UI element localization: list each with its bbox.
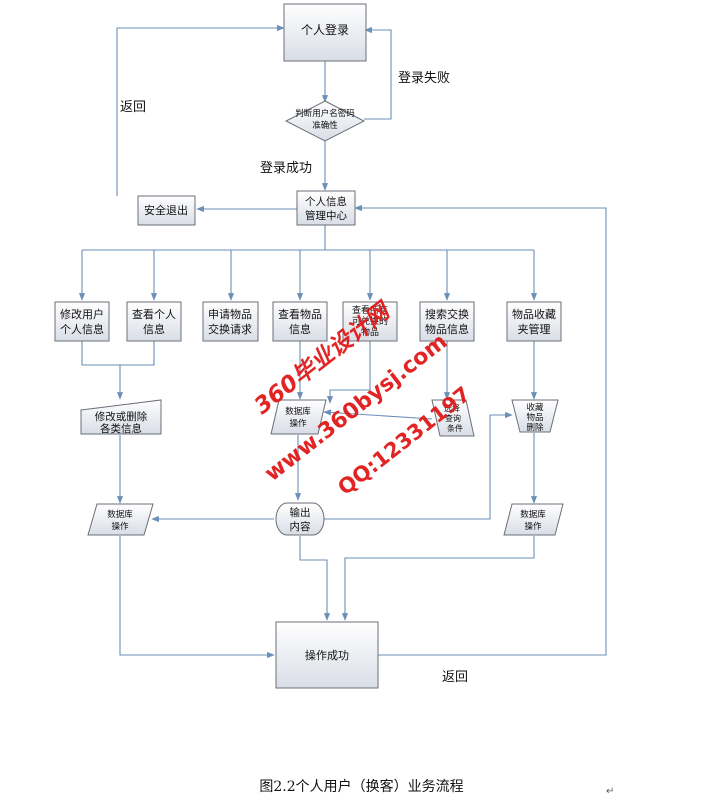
node-success: 操作成功 [275, 621, 379, 689]
node-logout-text: 安全退出 [144, 203, 188, 217]
node-search-cond-line1: 选择 [444, 403, 460, 413]
node-check-line1: 判断用户名密码 [295, 108, 355, 119]
node-view-available-line3: 物品 [361, 326, 379, 338]
node-logout: 安全退出 [137, 195, 196, 226]
label-return-top: 返回 [120, 100, 146, 115]
node-modify-line1: 修改用户 [60, 307, 104, 321]
node-search: 搜索交换 物品信息 [419, 301, 475, 342]
node-view-info-line2: 信息 [143, 322, 165, 336]
node-db-mid-line1: 数据库 [285, 406, 311, 417]
node-view-available-line2: 可兑换的 [352, 315, 388, 327]
node-center-line1: 个人信息 [305, 195, 347, 208]
node-fav-delete: 收藏 物品 删除 [511, 399, 559, 433]
node-modify-delete-line2: 各类信息 [100, 422, 142, 435]
node-search-line2: 物品信息 [425, 322, 469, 336]
node-fav-delete-line1: 收藏 [526, 402, 544, 413]
node-search-cond: 选择 查询 条件 [431, 399, 475, 437]
node-modify: 修改用户 个人信息 [54, 301, 110, 342]
node-view-info-line1: 查看个人 [132, 307, 176, 321]
node-modify-delete-line1: 修改或删除 [95, 410, 148, 423]
node-output-line1: 输出 [290, 506, 311, 519]
node-output-line2: 内容 [290, 520, 311, 533]
node-apply-line2: 交换请求 [208, 322, 252, 336]
node-search-cond-line2: 查询 [445, 413, 461, 423]
node-view-available: 查看所有 可兑换的 物品 [342, 301, 398, 342]
node-apply-line1: 申请物品 [208, 307, 252, 321]
node-favorites-line1: 物品收藏 [512, 307, 556, 321]
node-db-left: 数据库 操作 [87, 503, 154, 536]
node-center: 个人信息 管理中心 [296, 190, 356, 226]
node-fav-delete-line3: 删除 [526, 422, 544, 433]
node-login: 个人登录 [283, 3, 367, 62]
node-db-right-line2: 操作 [524, 521, 542, 532]
node-db-left-line1: 数据库 [107, 509, 133, 520]
node-output: 输出 内容 [275, 502, 325, 536]
node-check: 判断用户名密码 准确性 [284, 100, 366, 142]
node-check-line2: 准确性 [312, 120, 338, 131]
connectors [78, 24, 607, 659]
node-view-goods-line1: 查看物品 [278, 307, 322, 321]
node-search-cond-line3: 条件 [447, 423, 463, 433]
node-center-line2: 管理中心 [305, 209, 347, 222]
node-search-line1: 搜索交换 [425, 307, 469, 321]
node-db-left-line2: 操作 [111, 521, 129, 532]
figure-caption: 图2.2个人用户（换客）业务流程 [259, 779, 464, 795]
node-db-mid: 数据库 操作 [270, 399, 327, 435]
node-db-right: 数据库 操作 [503, 503, 564, 536]
node-view-info: 查看个人 信息 [126, 301, 182, 342]
node-db-mid-line2: 操作 [289, 418, 307, 429]
node-view-available-line1: 查看所有 [352, 304, 388, 316]
label-login-success: 登录成功 [260, 161, 312, 176]
node-favorites: 物品收藏 夹管理 [506, 301, 562, 342]
node-modify-delete: 修改或删除 各类信息 [80, 399, 162, 435]
node-fav-delete-line2: 物品 [526, 412, 543, 423]
node-view-goods: 查看物品 信息 [272, 301, 328, 342]
node-apply: 申请物品 交换请求 [202, 301, 259, 342]
node-favorites-line2: 夹管理 [518, 322, 551, 336]
node-view-goods-line2: 信息 [289, 322, 311, 336]
node-login-text: 个人登录 [301, 22, 349, 37]
label-return-bottom: 返回 [442, 670, 468, 685]
node-db-right-line1: 数据库 [520, 509, 546, 520]
node-modify-line2: 个人信息 [60, 322, 104, 336]
label-login-fail: 登录失败 [398, 71, 450, 86]
return-mark: ↵ [606, 786, 615, 797]
node-success-text: 操作成功 [305, 648, 349, 662]
